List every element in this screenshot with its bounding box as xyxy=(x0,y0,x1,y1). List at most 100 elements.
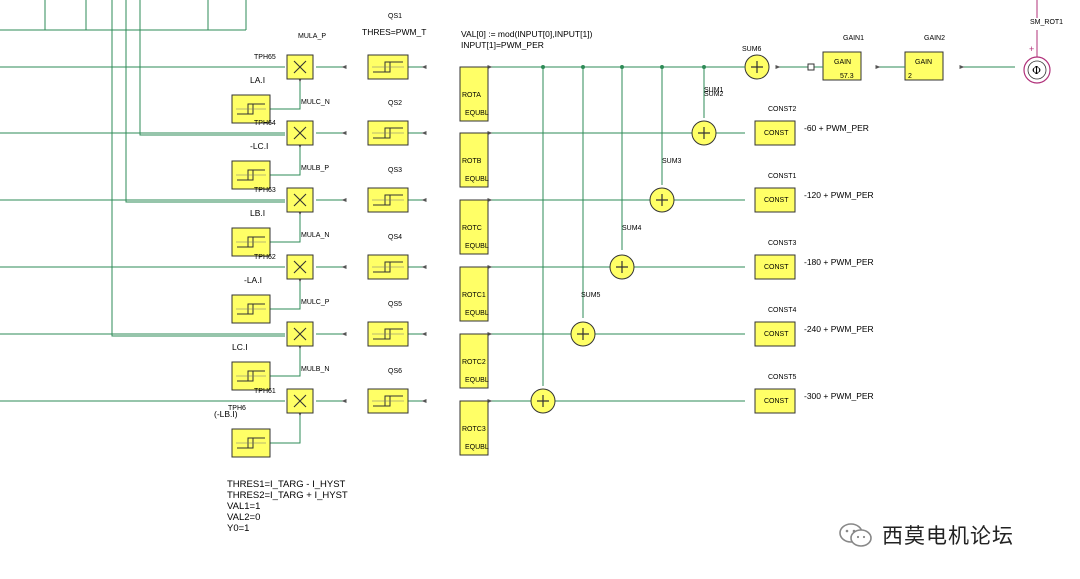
const-label: CONST2 xyxy=(768,106,797,113)
sum-label: SUM3 xyxy=(662,158,682,165)
watermark-text: 西莫电机论坛 xyxy=(882,524,1014,548)
plus-icon xyxy=(537,395,549,407)
rot-label: ROTC xyxy=(462,225,482,232)
sum-feed-verticals xyxy=(542,67,705,386)
top-bus-frame xyxy=(0,0,247,31)
rot-label: ROTC3 xyxy=(462,426,486,433)
feedback-current-label: LA.I xyxy=(250,75,265,85)
svg-text:+: + xyxy=(1029,44,1034,54)
rot-label: ROTB xyxy=(462,158,482,165)
const-label: CONST5 xyxy=(768,374,797,381)
feedback-wire xyxy=(270,411,302,444)
feedback-wire xyxy=(270,277,302,310)
const-block[interactable] xyxy=(754,321,796,347)
tph6-label: TPH6 xyxy=(228,405,246,412)
qs-label: QS6 xyxy=(388,368,402,375)
const-expression: -180 + PWM_PER xyxy=(804,257,874,267)
feedback-wire xyxy=(270,344,302,377)
rot-label: ROTC1 xyxy=(462,292,486,299)
input-expression: INPUT[1]=PWM_PER xyxy=(461,40,544,50)
gain1-value: 57.3 xyxy=(840,73,854,80)
gain2-value: 2 xyxy=(908,73,912,80)
tph-label: TPH65 xyxy=(254,54,276,61)
gain2-block[interactable] xyxy=(904,51,944,81)
plus-icon xyxy=(698,127,710,139)
rot-block[interactable] xyxy=(459,400,489,456)
note-line: THRES2=I_TARG + I_HYST xyxy=(227,490,348,501)
const-expression: -60 + PWM_PER xyxy=(804,123,869,133)
mul-c-label: MULC_P xyxy=(301,299,330,306)
rot-block[interactable] xyxy=(459,333,489,389)
const-label: CONST4 xyxy=(768,307,797,314)
multiply-icon xyxy=(293,260,307,274)
qs-label: QS3 xyxy=(388,167,402,174)
feedback-current-label: -LA.I xyxy=(244,275,262,285)
gain-chain: GAIN 2 GAIN 57.3 + Φ xyxy=(720,0,1051,84)
const-expression: -120 + PWM_PER xyxy=(804,190,874,200)
mul-c-label: MULB_P xyxy=(301,165,329,172)
gain2-text: GAIN xyxy=(915,59,932,66)
junction-dots xyxy=(541,65,706,69)
sum1-label: SUM1 xyxy=(704,87,724,94)
equbl-label: EQUBL xyxy=(465,110,489,117)
note-line: VAL1=1 xyxy=(227,501,260,512)
equbl-label: EQUBL xyxy=(465,176,489,183)
feedback-current-label: -LC.I xyxy=(250,141,268,151)
multiply-icon xyxy=(293,394,307,408)
watermark: 西莫电机论坛 xyxy=(838,522,1014,548)
plus-icon xyxy=(656,194,668,206)
const-expression: -240 + PWM_PER xyxy=(804,324,874,334)
feedback-wire xyxy=(270,77,302,110)
rot-block[interactable] xyxy=(459,66,489,122)
rot-block[interactable] xyxy=(459,132,489,188)
wechat-icon xyxy=(839,523,872,547)
rot-block[interactable] xyxy=(459,266,489,322)
val-expression: VAL[0] := mod(INPUT[0],INPUT[1]) xyxy=(461,29,593,39)
rot-label: ROTA xyxy=(462,92,481,99)
const-block[interactable] xyxy=(754,254,796,280)
sum-label: SUM4 xyxy=(622,225,642,232)
svg-text:Φ: Φ xyxy=(1032,64,1041,77)
gain1-label: GAIN1 xyxy=(843,35,864,42)
feedback-wire xyxy=(270,210,302,243)
gain1-block[interactable] xyxy=(822,51,862,81)
mul-c-label: MULC_N xyxy=(301,99,330,106)
const-text: CONST xyxy=(764,264,789,271)
const-expression: -300 + PWM_PER xyxy=(804,391,874,401)
feedback-current-label: LC.I xyxy=(232,342,248,352)
const-text: CONST xyxy=(764,197,789,204)
mul-c-label: MULA_N xyxy=(301,232,329,239)
rot-block[interactable] xyxy=(459,199,489,255)
multiply-icon xyxy=(293,126,307,140)
const-text: CONST xyxy=(764,398,789,405)
note-line: VAL2=0 xyxy=(227,512,260,523)
equbl-label: EQUBL xyxy=(465,377,489,384)
multiply-icon xyxy=(293,193,307,207)
note-line: THRES1=I_TARG - I_HYST xyxy=(227,479,346,490)
note-line: Y0=1 xyxy=(227,523,249,534)
sum-label: SUM2 xyxy=(704,91,724,98)
equbl-label: EQUBL xyxy=(465,243,489,250)
mul-label: MULA_P xyxy=(298,33,326,40)
const-block[interactable] xyxy=(754,120,796,146)
sum6-label: SUM6 xyxy=(742,46,762,53)
multiply-icon xyxy=(293,60,307,74)
feedback-wire xyxy=(270,143,302,176)
plus-icon xyxy=(577,328,589,340)
feedback-current-label: LB.I xyxy=(250,208,265,218)
const-label: CONST3 xyxy=(768,240,797,247)
plus-icon xyxy=(616,261,628,273)
tph-label: TPH63 xyxy=(254,187,276,194)
const-text: CONST xyxy=(764,331,789,338)
equbl-label: EQUBL xyxy=(465,444,489,451)
const-block[interactable] xyxy=(754,187,796,213)
qs-label: QS5 xyxy=(388,301,402,308)
const-block[interactable] xyxy=(754,388,796,414)
tph-label: TPH62 xyxy=(254,254,276,261)
gain2-label: GAIN2 xyxy=(924,35,945,42)
qs-label: QS4 xyxy=(388,234,402,241)
tph-label: TPH64 xyxy=(254,120,276,127)
qs1-label: QS1 xyxy=(388,13,402,20)
qs-label: QS2 xyxy=(388,100,402,107)
